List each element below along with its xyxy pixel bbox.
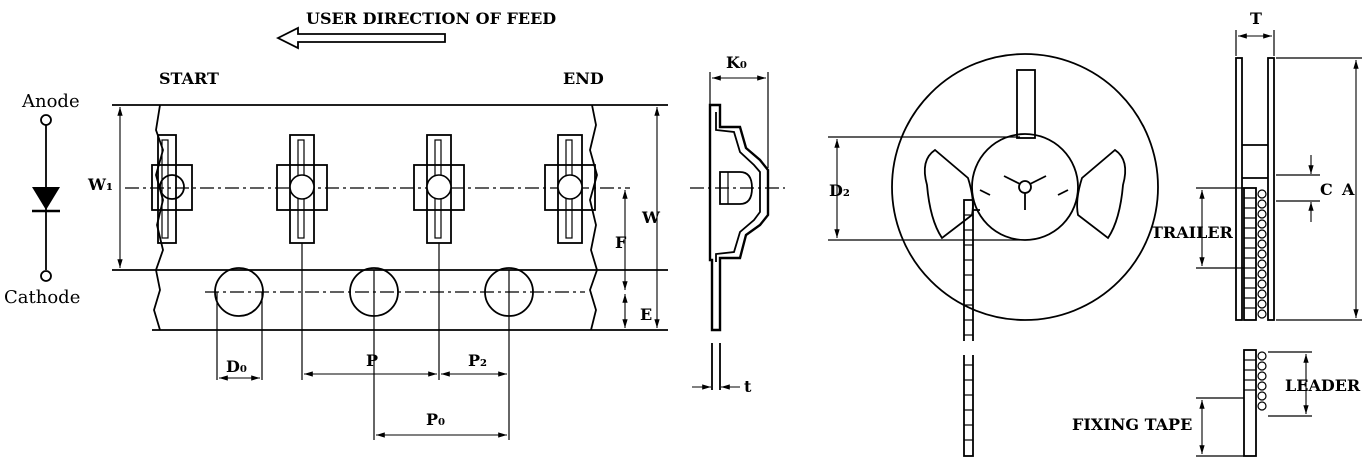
diode-symbol: Anode Cathode xyxy=(4,91,80,308)
w-label: W xyxy=(641,208,661,227)
feed-direction: USER DIRECTION OF FEED xyxy=(275,9,556,50)
a-label: A xyxy=(1341,180,1355,199)
pocket xyxy=(276,134,328,244)
e-label: E xyxy=(640,305,652,324)
start-label: START xyxy=(159,69,219,88)
leader-pockets xyxy=(1244,351,1267,411)
tape-dimensions: W₁ W F E D₀ P P₂ P₀ xyxy=(87,107,661,438)
cathode-label: Cathode xyxy=(4,287,80,308)
feed-arrow-icon xyxy=(275,26,446,50)
tape-pockets xyxy=(1244,189,1267,319)
k0-label: K₀ xyxy=(726,53,747,72)
leader-label: LEADER xyxy=(1285,376,1361,395)
end-label: END xyxy=(563,69,604,88)
diode-triangle-icon xyxy=(32,187,60,210)
p-label: P xyxy=(366,351,378,370)
pocket xyxy=(413,134,465,244)
anode-terminal-icon xyxy=(40,114,52,126)
f-label: F xyxy=(615,233,627,252)
pocket xyxy=(544,134,596,244)
pocket xyxy=(151,134,193,244)
tape-cross-section: K₀ t xyxy=(690,53,785,396)
reel-side: T C A TRAILER LEADER FIXING TAPE xyxy=(1072,9,1362,457)
t-label: t xyxy=(744,377,752,396)
cathode-terminal-icon xyxy=(40,270,52,282)
d2-label: D₂ xyxy=(829,181,850,200)
p0-label: P₀ xyxy=(426,410,445,429)
feed-direction-label: USER DIRECTION OF FEED xyxy=(306,9,556,28)
c-label: C xyxy=(1320,180,1333,199)
w1-label: W₁ xyxy=(87,175,113,194)
t-dim-label: T xyxy=(1250,9,1262,28)
anode-label: Anode xyxy=(21,91,80,112)
p2-label: P₂ xyxy=(468,351,487,370)
d0-label: D₀ xyxy=(226,357,247,376)
carrier-tape: START END xyxy=(112,69,668,440)
trailer-label: TRAILER xyxy=(1151,223,1234,242)
reel-front: D₂ xyxy=(828,53,1159,457)
fixing-tape-label: FIXING TAPE xyxy=(1072,415,1192,434)
